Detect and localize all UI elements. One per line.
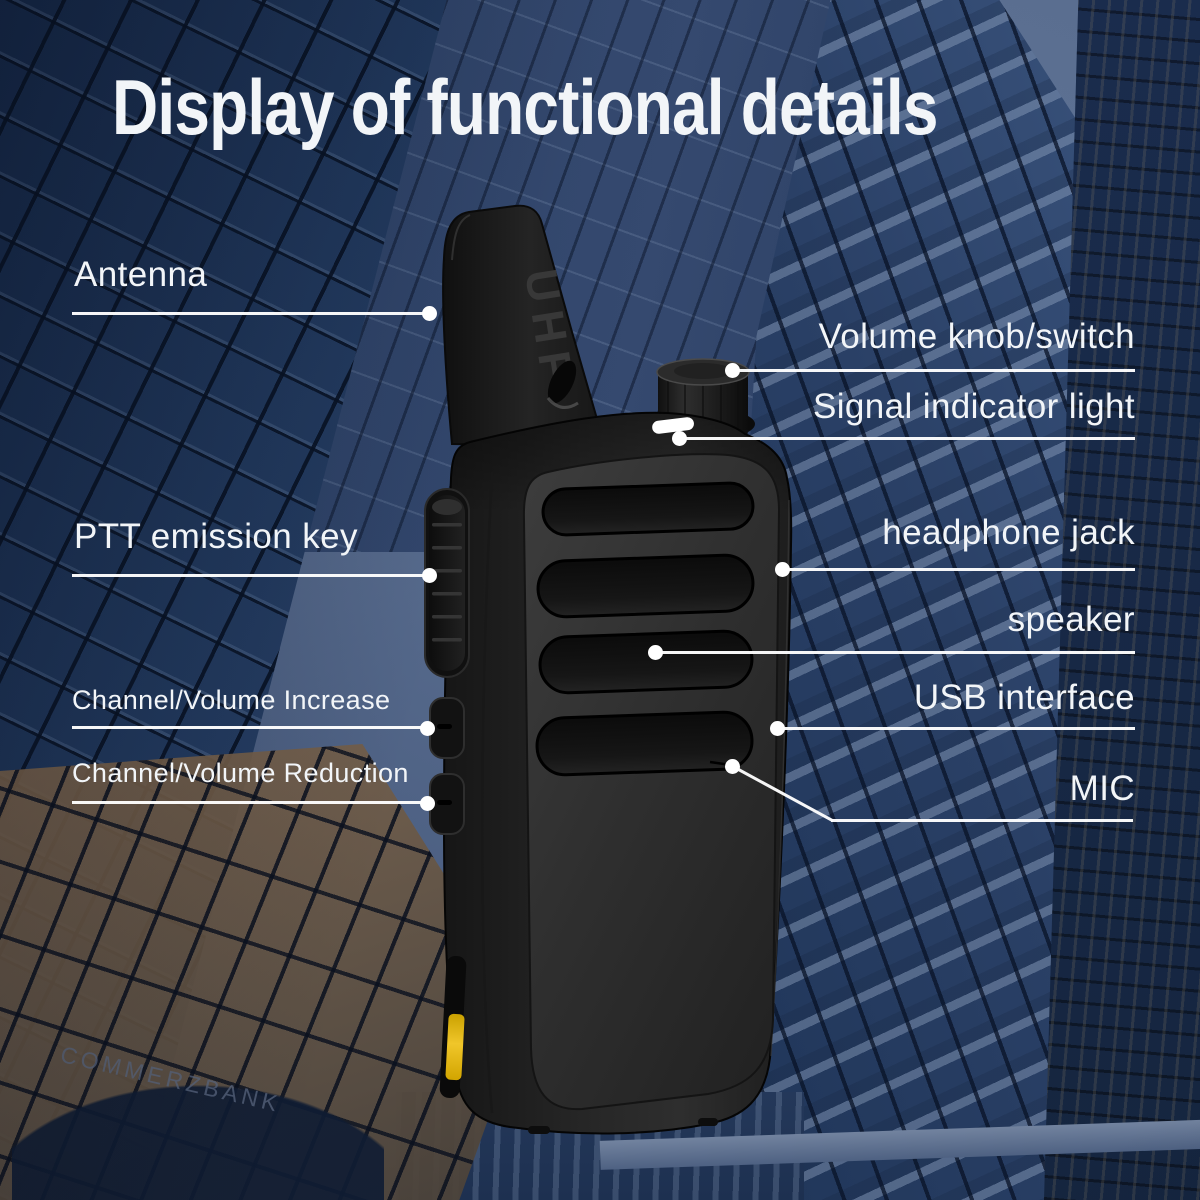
callout-dot-ptt: [422, 568, 437, 583]
callout-line-mic: [831, 819, 1133, 822]
bank-building-arch: [12, 1050, 384, 1200]
channel-up-button: [429, 697, 465, 759]
callout-dot-antenna: [422, 306, 437, 321]
bottom-side-slot: [439, 956, 467, 1098]
callout-label-volume-knob: Volume knob/switch: [818, 317, 1135, 356]
callout-line-volume-knob: [733, 369, 1135, 372]
callout-label-usb: USB interface: [913, 678, 1135, 717]
callout-dot-headphone-jack: [775, 562, 790, 577]
antenna: UHF: [442, 204, 603, 448]
callout-line-channel-reduction: [72, 801, 422, 804]
signal-indicator-light: [652, 417, 694, 434]
callout-line-speaker: [656, 651, 1135, 654]
callout-dot-mic: [725, 759, 740, 774]
callout-dot-signal-light: [672, 431, 687, 446]
callout-label-channel-increase: Channel/Volume Increase: [72, 685, 391, 715]
callout-line-usb: [778, 727, 1135, 730]
callout-label-headphone-jack: headphone jack: [882, 513, 1135, 552]
callout-label-antenna: Antenna: [74, 255, 208, 294]
speaker-grille: [535, 481, 755, 777]
bottom-foot-right: [698, 1118, 718, 1126]
callout-line-antenna: [72, 312, 424, 315]
callout-dot-usb: [770, 721, 785, 736]
yellow-label: [445, 1013, 465, 1081]
callout-label-signal-light: Signal indicator light: [812, 387, 1135, 426]
grille-slot-3: [538, 629, 754, 695]
callout-dot-channel-reduction: [420, 796, 435, 811]
lanyard-hole: [546, 360, 579, 409]
callout-line-headphone-jack: [783, 568, 1135, 571]
front-panel: [522, 453, 781, 1111]
callout-label-ptt: PTT emission key: [74, 517, 358, 556]
bottom-foot-left: [528, 1126, 550, 1134]
callout-dot-volume-knob: [725, 363, 740, 378]
grille-slot-4: [535, 710, 754, 777]
callout-line-ptt: [72, 574, 424, 577]
callout-label-mic: MIC: [1069, 769, 1135, 808]
callout-label-speaker: speaker: [1007, 600, 1135, 639]
ptt-button: [424, 488, 470, 678]
callout-line-channel-increase: [72, 726, 422, 729]
callout-label-channel-reduction: Channel/Volume Reduction: [72, 758, 409, 788]
channel-down-button: [429, 773, 465, 835]
grille-slot-2: [536, 553, 755, 619]
grille-slot-1: [541, 481, 755, 537]
page-title: Display of functional details: [112, 63, 938, 151]
callout-line-signal-light: [680, 437, 1135, 440]
callout-dot-channel-increase: [420, 721, 435, 736]
callout-dot-speaker: [648, 645, 663, 660]
